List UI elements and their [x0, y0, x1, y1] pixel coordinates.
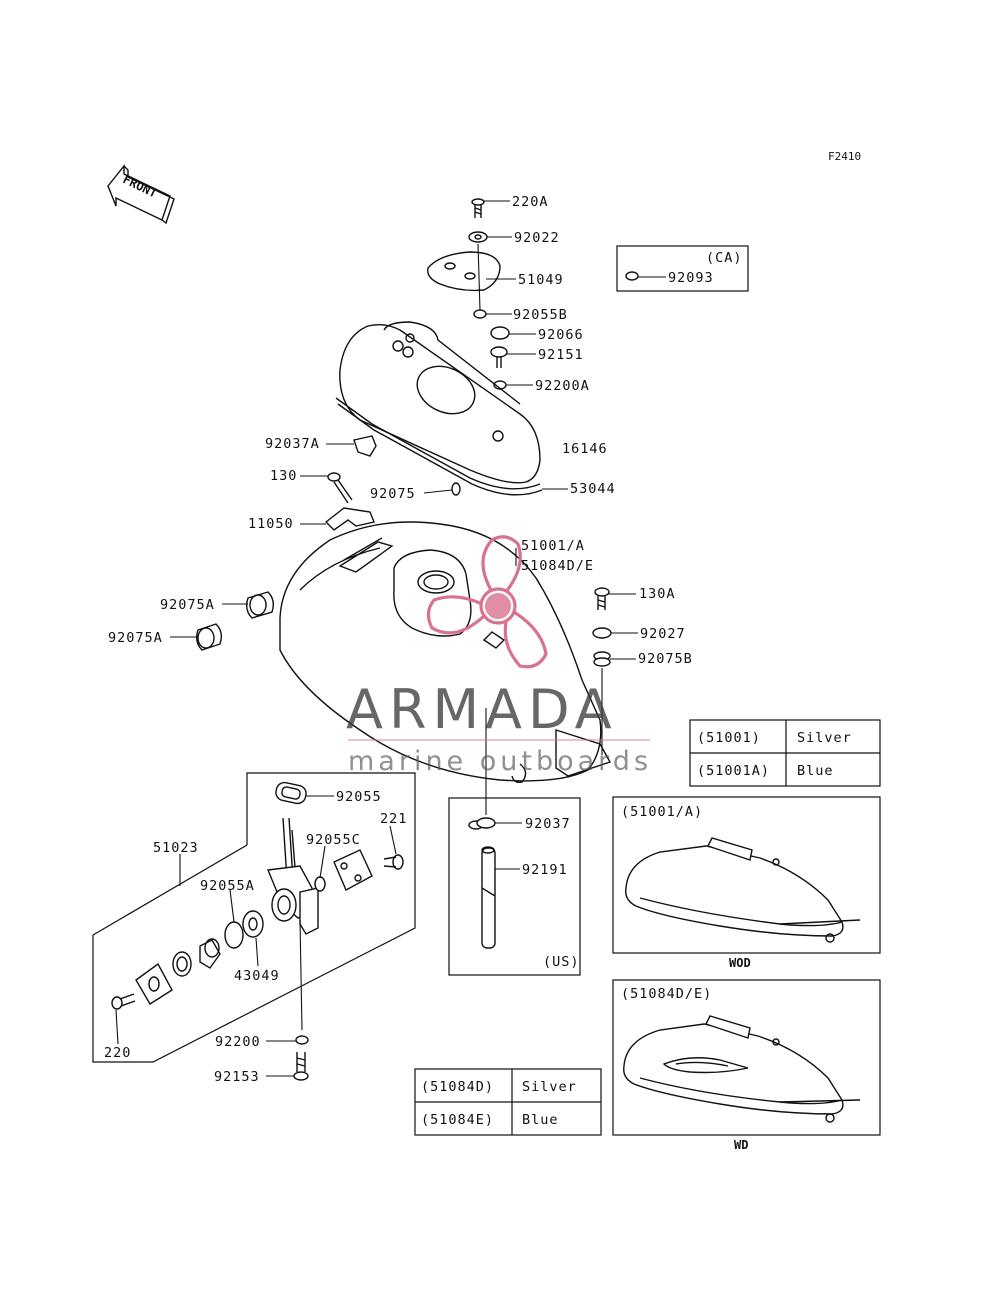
lever-43049-icon	[242, 910, 264, 938]
part-label: 92075A	[108, 630, 163, 646]
part-label: 92027	[640, 626, 686, 642]
figure-code: F2410	[828, 150, 861, 163]
part-label: 92151	[538, 347, 584, 363]
part-label: 92153	[214, 1069, 260, 1085]
svg-text:Blue: Blue	[797, 763, 834, 779]
part-labels: 220A 92022 51049 92055B 92066 92151 9220…	[104, 194, 693, 1085]
part-label: 92075A	[160, 597, 215, 613]
svg-text:(51001): (51001)	[697, 730, 761, 746]
svg-text:Silver: Silver	[522, 1079, 577, 1095]
oring-92055b-icon	[473, 309, 487, 319]
bolt-92153-icon	[293, 1052, 309, 1081]
plate-icon	[135, 962, 173, 1005]
part-label: 92055C	[306, 832, 361, 848]
damper-92075a-upper-icon	[245, 591, 275, 619]
svg-text:Silver: Silver	[797, 730, 852, 746]
screw-92151-icon	[490, 346, 508, 368]
watermark: ARMADA marine outboards	[346, 535, 652, 777]
variant-51001-box: (51001/A) WOD	[612, 796, 881, 970]
part-label: 53044	[570, 481, 616, 497]
svg-text:(51001/A): (51001/A)	[621, 804, 703, 820]
grommet-92075-icon	[451, 482, 461, 496]
oring-92055a-icon	[224, 921, 244, 949]
front-arrow-icon: FRONT	[107, 164, 175, 225]
bolt-130a-icon	[594, 587, 610, 610]
us-variant-box: (US)	[448, 708, 581, 976]
washer-92200-icon	[295, 1035, 309, 1045]
valve-icon	[199, 938, 221, 969]
ca-variant-box: (CA) 92093	[616, 245, 749, 292]
cap-assembly	[427, 198, 510, 390]
part-label: 92037A	[265, 436, 320, 452]
svg-text:(US): (US)	[543, 954, 580, 970]
hose-92191-icon	[481, 846, 496, 949]
part-label: 92200A	[535, 378, 590, 394]
variant-2-caption: WD	[734, 1138, 748, 1152]
color-table-51084: (51084D) Silver (51084E) Blue	[414, 1068, 602, 1136]
svg-text:(51084E): (51084E)	[421, 1112, 494, 1128]
part-label: 51084D/E	[521, 558, 594, 574]
part-label: 43049	[234, 968, 280, 984]
tank-wd-icon	[623, 1015, 861, 1123]
tank-wod-icon	[625, 837, 861, 943]
tank-cover-16146-icon	[335, 321, 543, 496]
fuel-tap-51023-icon	[267, 817, 319, 935]
part-label: 92022	[514, 230, 560, 246]
clamp-92037-icon	[468, 817, 496, 830]
cap-92066-icon	[490, 326, 510, 340]
bolt-130-icon	[327, 472, 353, 504]
part-label: 92191	[522, 862, 568, 878]
part-label: 92055B	[513, 307, 568, 323]
part-label: 92055A	[200, 878, 255, 894]
leader-lines	[115, 200, 638, 1077]
variant-1-caption: WOD	[729, 956, 751, 970]
part-label: 92200	[215, 1034, 261, 1050]
seal-ring-icon	[172, 951, 192, 977]
part-label: 92075B	[638, 651, 693, 667]
clip-92037a-icon	[353, 435, 377, 457]
svg-text:(51001A): (51001A)	[697, 763, 770, 779]
part-label: 220	[104, 1045, 131, 1061]
propeller-logo-icon	[426, 535, 548, 669]
part-label: 221	[380, 811, 407, 827]
part-label: 16146	[562, 441, 608, 457]
fuel-tap-box	[92, 772, 416, 1063]
fuel-tank-51001-icon	[279, 521, 612, 784]
part-label: 130	[270, 468, 297, 484]
svg-text:(CA): (CA)	[706, 250, 743, 266]
part-label: 51049	[518, 272, 564, 288]
variant-51084-box: (51084D/E) WD	[612, 979, 881, 1152]
svg-text:Blue: Blue	[522, 1112, 559, 1128]
washer-92022-icon	[468, 231, 488, 243]
bracket-11050-icon	[324, 507, 375, 531]
cover-51049-icon	[427, 251, 501, 292]
part-label: 92055	[336, 789, 382, 805]
watermark-brand: ARMADA	[346, 678, 618, 741]
part-label: 130A	[639, 586, 676, 602]
part-label: 220A	[512, 194, 549, 210]
washer-92027-icon	[592, 627, 612, 639]
screw-221-icon	[383, 854, 404, 870]
part-label: 92066	[538, 327, 584, 343]
svg-text:(51084D/E): (51084D/E)	[621, 986, 712, 1002]
part-label: 92037	[525, 816, 571, 832]
svg-text:92093: 92093	[668, 270, 714, 286]
gasket-92055-icon	[275, 781, 307, 805]
part-label: 51001/A	[521, 538, 585, 554]
cover-plate-icon	[333, 849, 373, 891]
oring-92055c-icon	[314, 876, 326, 892]
part-label: 11050	[248, 516, 294, 532]
svg-text:(51084D): (51084D)	[421, 1079, 494, 1095]
color-table-51001: (51001) Silver (51001A) Blue	[689, 719, 881, 787]
part-label: 92075	[370, 486, 416, 502]
part-label: 51023	[153, 840, 199, 856]
bolt-220a-icon	[471, 198, 485, 218]
screw-220-icon	[111, 993, 136, 1010]
grommet-92075b-icon	[593, 651, 611, 667]
watermark-tagline: marine outboards	[348, 746, 652, 777]
